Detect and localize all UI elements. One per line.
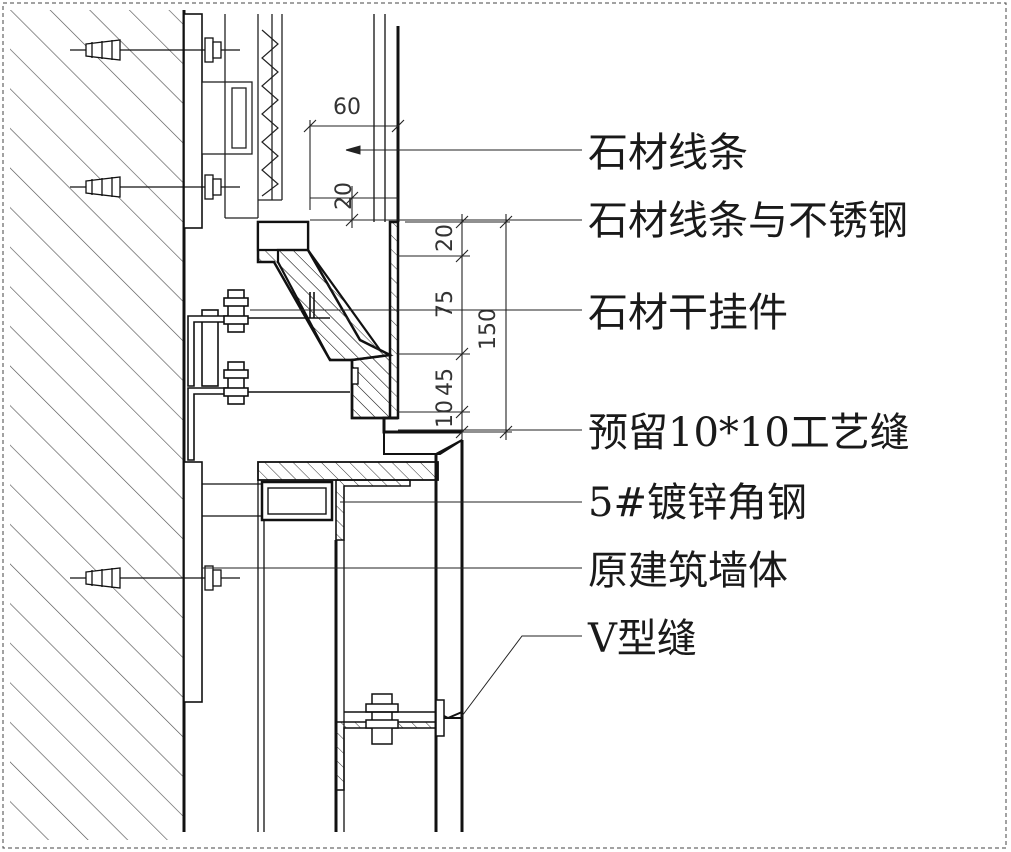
embed-plates xyxy=(183,13,203,703)
label-v-joint: V型缝 xyxy=(587,616,697,662)
dim-60: 60 xyxy=(333,95,361,120)
leader-lines xyxy=(202,145,582,717)
dim-75: 75 xyxy=(433,290,458,318)
dim-45: 45 xyxy=(433,368,458,396)
dim-10: 10 xyxy=(433,400,458,428)
dry-hanging-angles xyxy=(187,289,350,461)
anchor-bolt xyxy=(70,174,240,200)
label-stone-dry-hanging: 石材干挂件 xyxy=(588,290,788,336)
dim-20-right: 20 xyxy=(433,224,458,252)
label-stone-strip: 石材线条 xyxy=(588,130,748,176)
dim-20-upper: 20 xyxy=(332,182,357,210)
galvanized-angle-assembly xyxy=(202,461,439,541)
anchor-bolt xyxy=(70,565,240,591)
stone-strip-profile xyxy=(256,220,400,420)
stone-panel-zigzag xyxy=(261,29,279,197)
label-original-wall: 原建筑墙体 xyxy=(588,548,788,594)
label-stone-strip-stainless: 石材线条与不锈钢 xyxy=(588,198,908,244)
original-wall xyxy=(10,10,186,840)
lower-bolt xyxy=(335,693,445,791)
anchor-bolts xyxy=(70,37,240,591)
anchor-bolt xyxy=(70,37,240,63)
clip xyxy=(351,367,359,385)
label-galvanized-angle: 5#镀锌角钢 xyxy=(588,480,807,526)
stone-cladding-upper xyxy=(373,14,400,222)
label-reserved-gap: 预留10*10工艺缝 xyxy=(588,410,910,456)
dim-150: 150 xyxy=(476,308,501,350)
upper-framing xyxy=(201,14,283,219)
